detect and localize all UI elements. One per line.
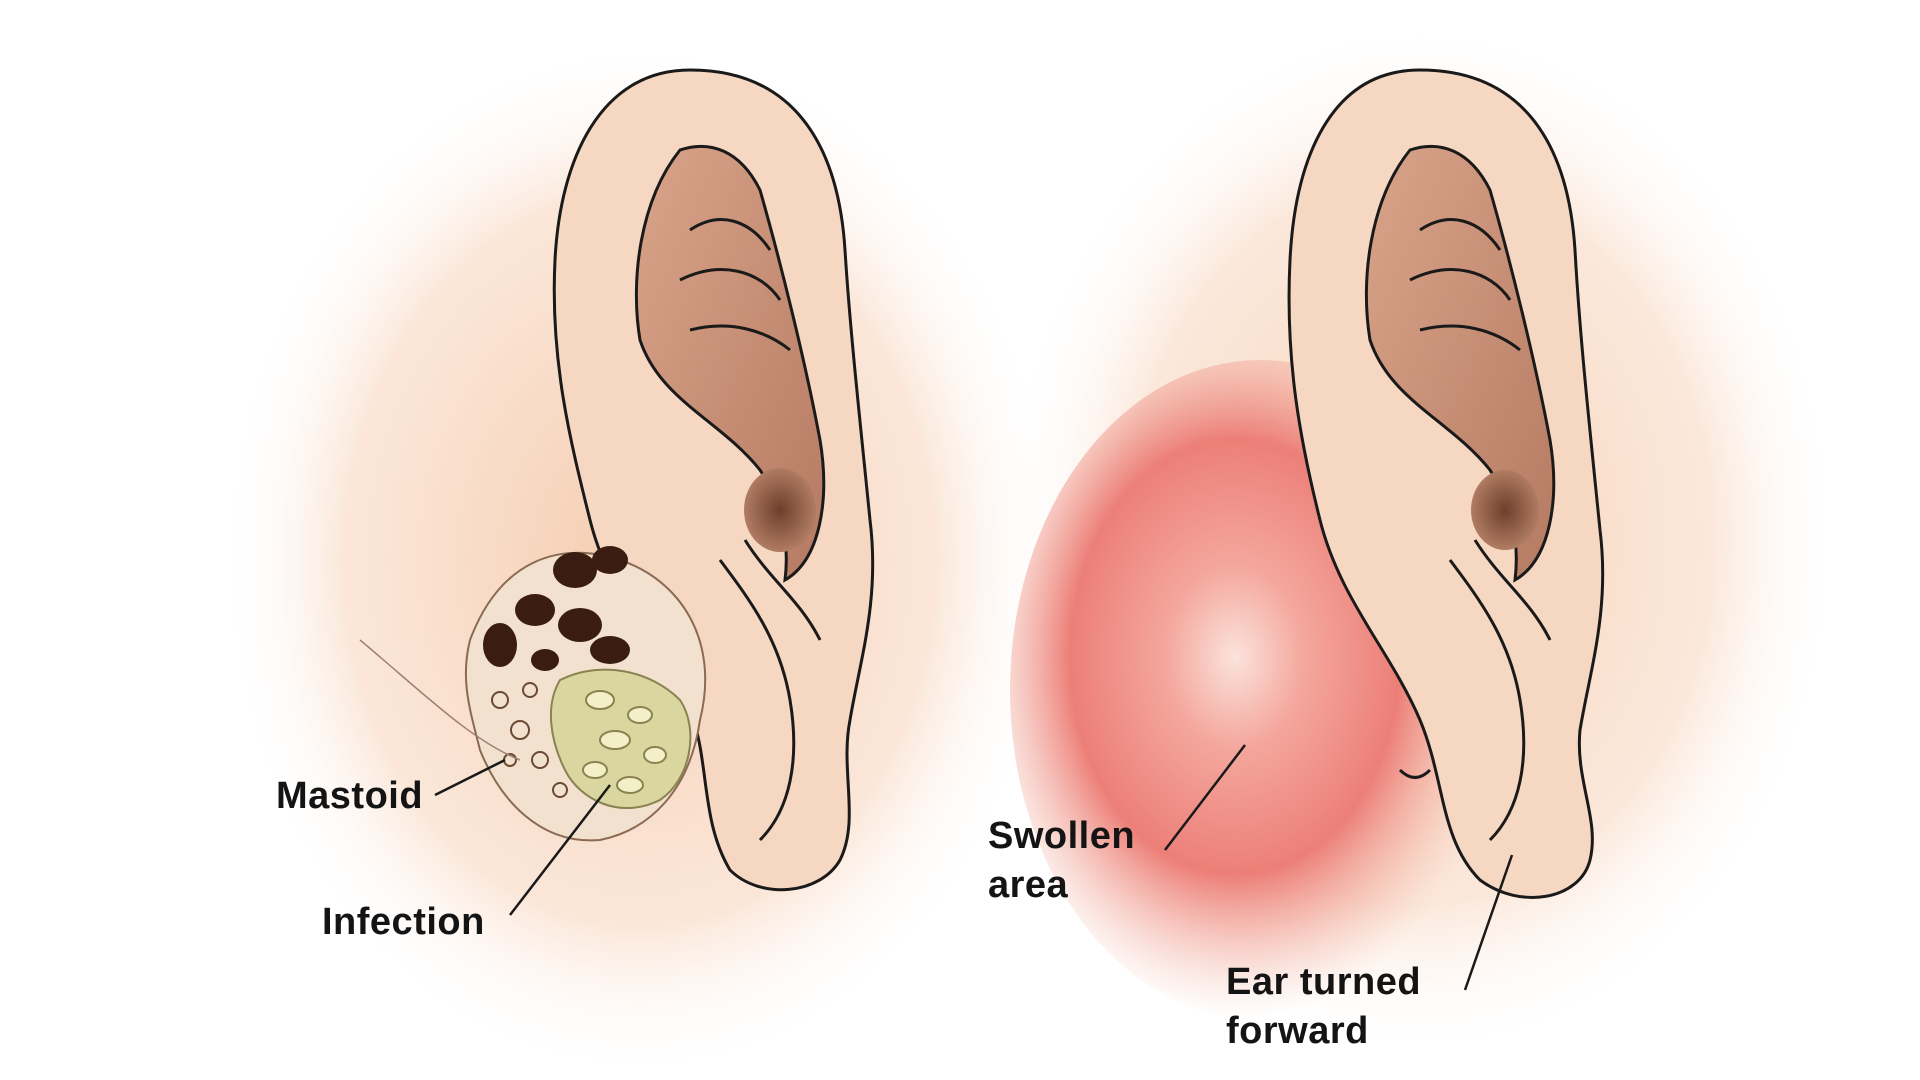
infection-label: Infection xyxy=(322,898,485,947)
mastoid-label: Mastoid xyxy=(276,772,423,821)
ear-turned-label-line2: forward xyxy=(1226,1010,1369,1053)
mastoid-leader-line xyxy=(434,758,506,797)
swollen-leader-line xyxy=(1164,744,1246,851)
infection-area xyxy=(549,668,692,809)
ear-turned-forward-label: Ear turned forward xyxy=(1226,958,1421,1057)
jaw-contour-line xyxy=(359,639,521,761)
mastoid-label-text: Mastoid xyxy=(276,775,424,817)
swollen-area-label: Swollen area xyxy=(988,812,1135,911)
left-ear-canal xyxy=(744,468,816,552)
ear-turned-leader-line xyxy=(1463,854,1514,991)
mastoid-bone xyxy=(464,546,707,842)
infection-label-text: Infection xyxy=(322,901,485,943)
infection-leader-line xyxy=(509,784,611,916)
swollen-area-label-line2: area xyxy=(988,864,1069,907)
ear-turned-label-line1: Ear turned xyxy=(1226,961,1422,1003)
swollen-area-label-line1: Swollen xyxy=(988,815,1136,857)
right-ear-canal xyxy=(1471,470,1539,550)
